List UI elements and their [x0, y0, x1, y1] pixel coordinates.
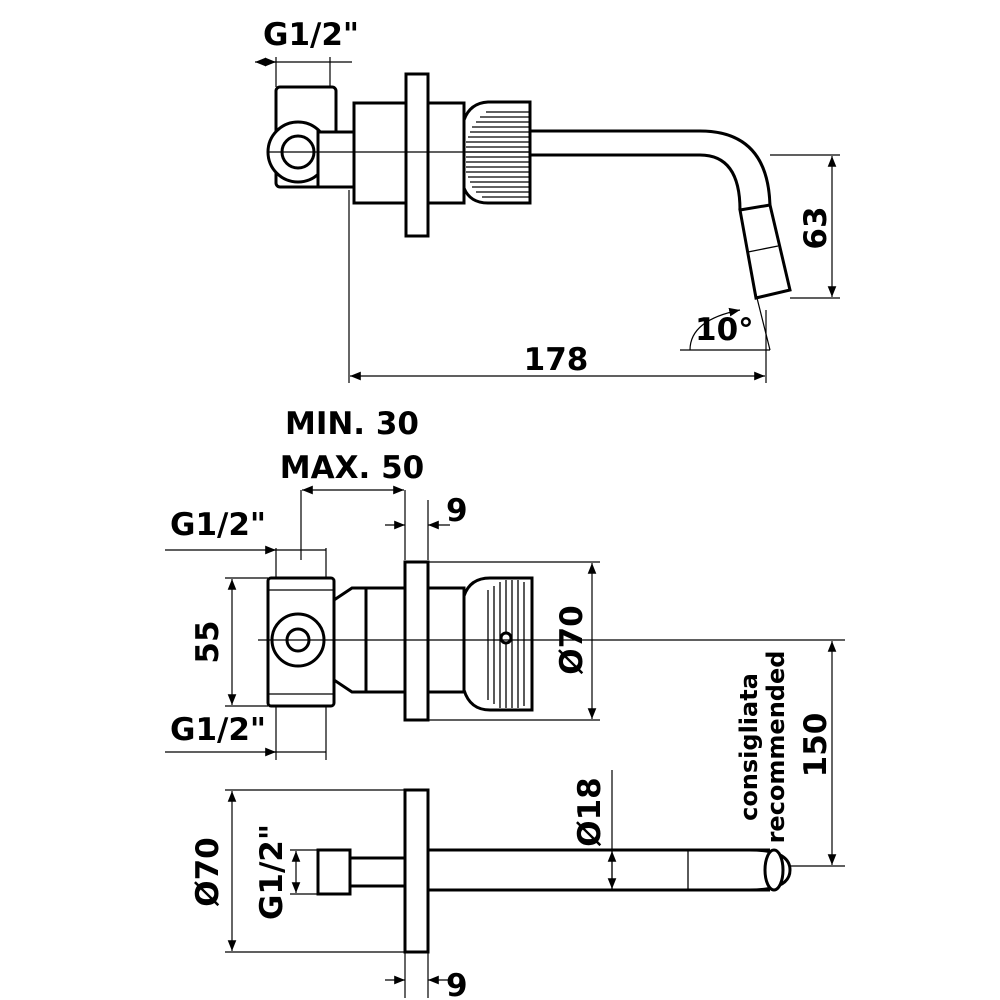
spout-diameter-label: Ø18: [572, 777, 608, 847]
recommended-distance-label: 150: [798, 713, 834, 778]
recommended-english-label: recommended: [762, 651, 790, 844]
spout-view: Ø70 G1/2" Ø18 9: [190, 770, 845, 1000]
wall-min-label: MIN. 30: [285, 406, 419, 442]
wall-max-label: MAX. 50: [280, 450, 424, 486]
front-height-label: 55: [190, 620, 226, 663]
flange-thickness-bottom-label: 9: [446, 968, 468, 1000]
flange-thickness-top-label: 9: [446, 493, 468, 529]
side-length-label: 178: [524, 342, 589, 378]
front-view: MIN. 30 MAX. 50 9 G1/2": [165, 406, 845, 865]
side-angle-label: 10°: [695, 312, 754, 348]
front-handle: [462, 576, 534, 712]
front-bottom-thread-label: G1/2": [170, 712, 266, 748]
spout-flange-diameter-label: Ø70: [190, 837, 226, 907]
side-thread-label: G1/2": [263, 17, 359, 53]
front-flange-diameter-label: Ø70: [554, 605, 590, 675]
recommended-italian-label: consigliata: [735, 673, 763, 821]
front-top-thread-label: G1/2": [170, 507, 266, 543]
side-view: G1/2" 63 10° 178: [255, 17, 840, 383]
side-height-label: 63: [798, 206, 834, 249]
spout-thread-label: G1/2": [254, 824, 290, 920]
